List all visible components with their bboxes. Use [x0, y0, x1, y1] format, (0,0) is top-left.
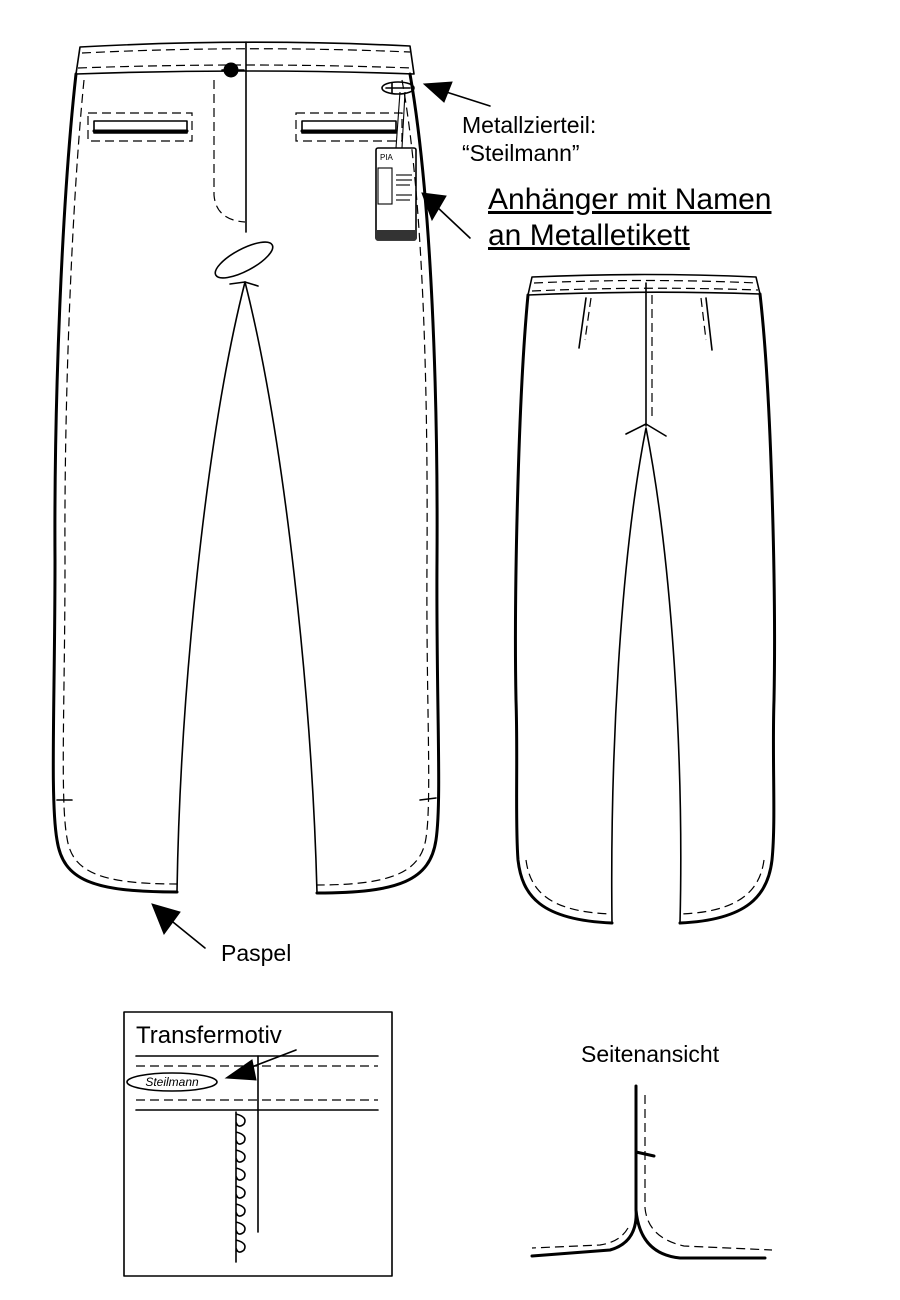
- side-view-detail: Seitenansicht: [530, 1041, 773, 1260]
- side-view-edge: [530, 1084, 767, 1260]
- arrow-head-piping: [151, 903, 181, 936]
- back-side-stitch-left: [525, 859, 613, 915]
- metal-ornament: [381, 81, 415, 95]
- annotation-metal-ornament: Metallzierteil: “Steilmann”: [422, 81, 596, 166]
- front-waistband-stitch-bottom: [77, 64, 413, 69]
- transfer-motif-frame: [123, 1011, 393, 1277]
- front-side-stitch-left: [62, 79, 178, 885]
- welt-pocket-right: [295, 112, 403, 142]
- welt-pocket-left: [87, 112, 193, 142]
- front-waistband-stitch-top: [81, 48, 411, 54]
- back-waistband-stitch-bottom: [531, 287, 759, 292]
- side-view-stitch: [644, 1095, 773, 1251]
- back-view: [514, 273, 776, 925]
- front-knee-mark-right: [419, 797, 437, 801]
- side-view-stitch-left: [531, 1227, 629, 1249]
- label-piping: Paspel: [221, 940, 291, 966]
- hang-tag: PIA: [375, 91, 417, 241]
- label-metal-ornament-2: “Steilmann”: [462, 140, 580, 166]
- back-side-stitch-right: [679, 859, 765, 915]
- back-darts: [578, 297, 713, 351]
- front-inseam: [176, 281, 318, 894]
- label-metal-ornament-1: Metallzierteil:: [462, 112, 596, 138]
- back-outer-outline: [514, 292, 776, 925]
- front-side-stitch-right: [316, 79, 430, 886]
- transfer-motif-detail: Transfermotiv Steilmann: [123, 1011, 393, 1277]
- front-view: PIA: [51, 41, 441, 895]
- front-seam-detail: [214, 241, 274, 279]
- hang-tag-name: PIA: [380, 153, 394, 162]
- arrow-head-hang-tag: [421, 192, 447, 222]
- annotation-hang-tag: Anhänger mit Namen an Metalletikett: [421, 183, 771, 252]
- front-crotch-mark: [229, 281, 259, 287]
- back-inseam: [610, 427, 682, 924]
- back-waistband: [527, 273, 761, 296]
- front-fly-stitch: [213, 80, 246, 223]
- transfer-logo-text: Steilmann: [145, 1075, 199, 1089]
- front-waistband: [75, 41, 415, 75]
- side-view-seam-mark: [634, 1150, 656, 1158]
- zipper-teeth: [235, 1111, 246, 1263]
- label-hang-tag-2: an Metalletikett: [488, 219, 690, 252]
- annotation-piping: Paspel: [151, 903, 291, 966]
- label-side-view: Seitenansicht: [581, 1041, 720, 1067]
- arrow-head-transfer: [224, 1059, 257, 1081]
- label-hang-tag-1: Anhänger mit Namen: [488, 183, 771, 216]
- arrow-head-metal-ornament: [422, 81, 453, 103]
- front-outer-outline: [51, 72, 441, 895]
- transfer-logo-oval: [126, 1072, 218, 1092]
- label-transfer-motif: Transfermotiv: [136, 1022, 282, 1049]
